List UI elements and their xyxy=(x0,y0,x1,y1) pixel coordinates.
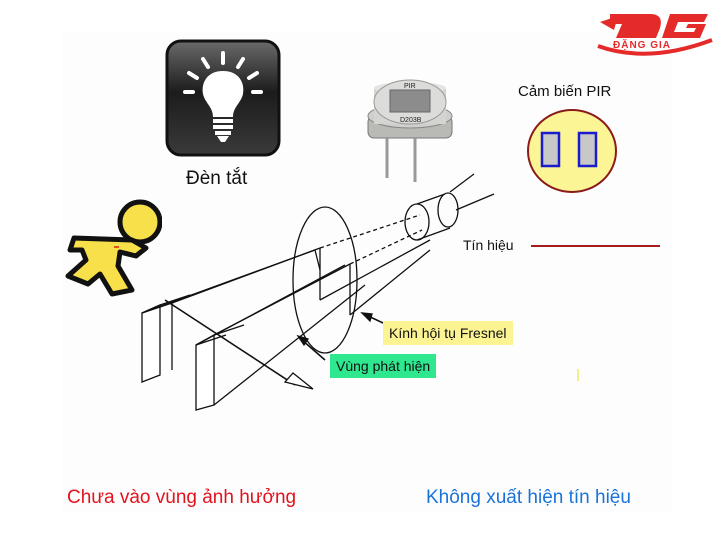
svg-text:D203B: D203B xyxy=(400,117,422,124)
status-person-state: Chưa vào vùng ảnh hưởng xyxy=(67,487,297,508)
pir-sensor-caption: Cảm biến PIR xyxy=(518,83,612,100)
cursor-mark xyxy=(577,369,579,381)
pir-sensor-element-diagram xyxy=(527,109,617,193)
fresnel-lens-callout: Kính hội tụ Fresnel xyxy=(383,321,513,345)
status-signal-state: Không xuất hiện tín hiệu xyxy=(426,487,631,508)
signal-caption: Tín hiệu xyxy=(463,237,514,253)
dang-gia-logo-icon xyxy=(597,14,713,56)
logo-name: ĐẶNG GIA xyxy=(613,40,671,51)
signal-line xyxy=(531,245,660,247)
svg-text:PIR: PIR xyxy=(404,83,416,90)
lamp-caption: Đèn tắt xyxy=(186,168,248,189)
running-person-icon xyxy=(65,199,162,297)
pir-component-icon: PIR D203B xyxy=(367,79,453,182)
detection-beam-diagram xyxy=(141,173,495,411)
detection-zone-callout: Vùng phát hiện xyxy=(330,354,437,378)
lightbulb-icon xyxy=(165,39,281,157)
